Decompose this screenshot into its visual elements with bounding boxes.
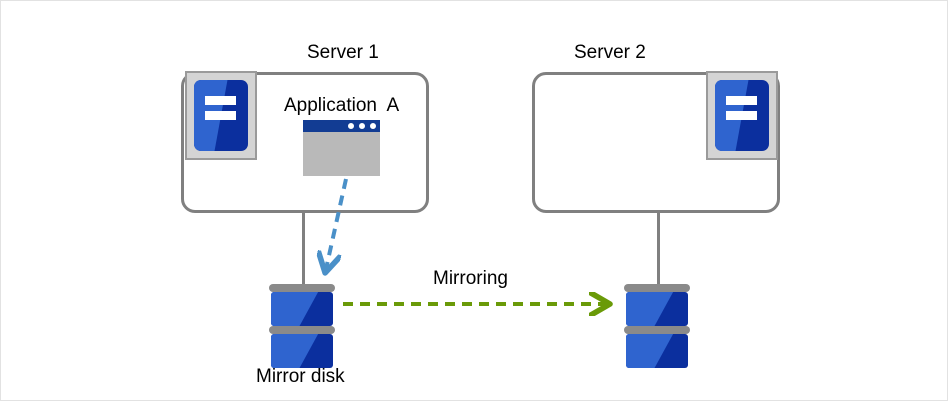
mirroring-label: Mirroring [433, 268, 508, 289]
window-dot-icon [348, 123, 354, 129]
server-icon-card [715, 80, 769, 151]
disk-body [626, 292, 688, 326]
disk-stack-icon [269, 284, 335, 376]
application-label: Application A [284, 95, 400, 116]
server-icon [706, 71, 778, 160]
disk-body [271, 292, 333, 326]
mirror-disk-label: Mirror disk [256, 366, 345, 387]
application-window-icon [303, 120, 380, 176]
server-icon-card [194, 80, 248, 151]
application-window-titlebar [303, 120, 380, 132]
window-dot-icon [370, 123, 376, 129]
disk-stack-icon [624, 284, 690, 376]
server-icon [185, 71, 257, 160]
server2-title: Server 2 [574, 42, 646, 63]
disk-plate [269, 326, 335, 334]
server-icon-bar-top [204, 95, 237, 105]
server1-title: Server 1 [307, 42, 379, 63]
disk-body [271, 334, 333, 368]
disk-plate [624, 326, 690, 334]
server-icon-bar-bottom [725, 110, 758, 120]
window-dot-icon [359, 123, 365, 129]
disk-plate [269, 284, 335, 292]
server-icon-bar-top [725, 95, 758, 105]
server2-disk-connector [657, 212, 660, 285]
disk-plate [624, 284, 690, 292]
disk-body [626, 334, 688, 368]
server-icon-bar-bottom [204, 110, 237, 120]
server1-disk-connector [302, 212, 305, 285]
